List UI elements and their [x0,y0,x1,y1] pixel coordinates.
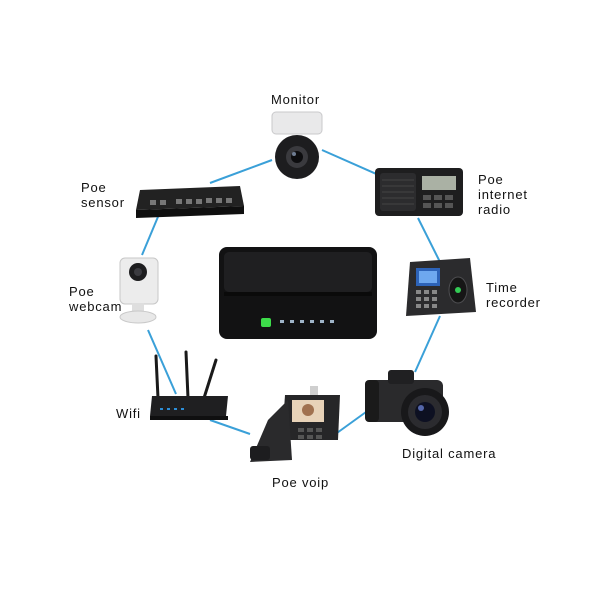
label-poe-webcam: Poe webcam [69,284,123,314]
dslr-camera-icon [365,370,449,436]
radio-icon [375,168,463,216]
link-wifi-webcam [147,329,177,395]
link-webcam-sensor [141,211,161,256]
label-poe-sensor: Poe sensor [81,180,125,210]
ptz-camera-icon [271,111,323,179]
poe-switch-icon [219,247,377,339]
link-radio-timerecorder [417,217,441,263]
webcam-icon [119,257,159,324]
wifi-router-icon [150,350,228,420]
label-digital-camera: Digital camera [402,446,497,461]
link-timerecorder-camera [414,315,441,373]
link-voip-wifi [209,419,251,435]
label-poe-internet-radio: Poe internet radio [478,172,528,217]
label-monitor: Monitor [271,92,320,107]
label-time-recorder: Time recorder [486,280,541,310]
voip-phone-icon [250,386,340,462]
label-poe-voip: Poe voip [272,475,329,490]
network-switch-icon [136,186,244,218]
label-wifi: Wifi [116,406,141,421]
link-sensor-monitor [209,159,273,184]
fingerprint-clock-icon [406,258,476,316]
